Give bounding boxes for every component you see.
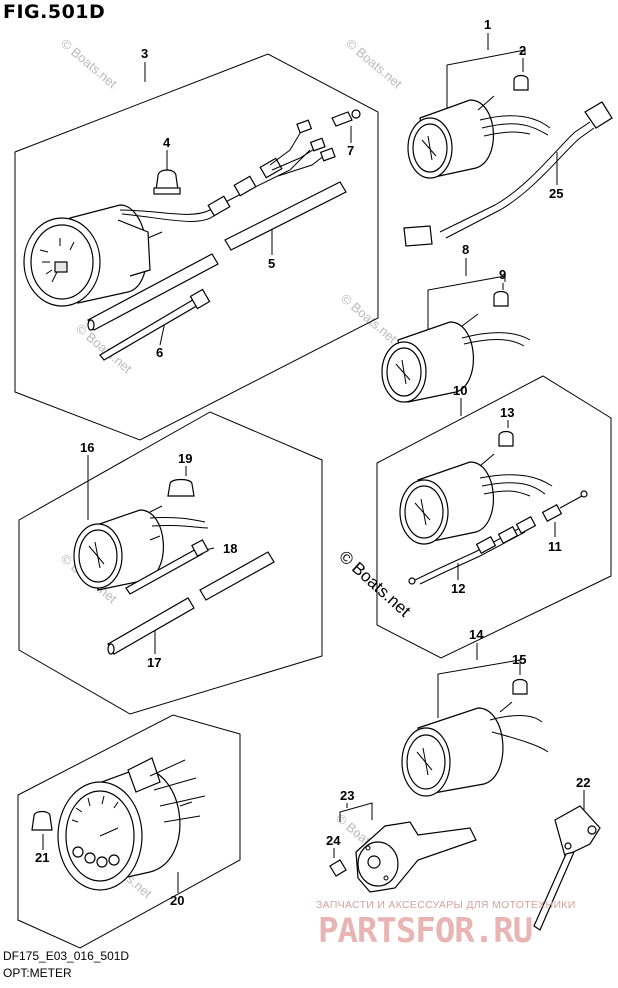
callout-18: 18 [223,541,237,556]
gauge-part-16 [73,478,275,655]
figure-code: DF175_E03_016_501D [3,949,130,963]
trim-sender-part-23 [329,821,477,893]
watermark-text: © Boats.net [58,36,120,92]
box-part-10 [376,375,612,659]
callout-4: 4 [163,135,171,150]
callout-22: 22 [576,775,590,790]
callout-25: 25 [549,186,563,201]
partsfor-watermark: ЗАПЧАСТИ И АКСЕССУАРЫ ДЛЯ МОТОТЕХНИКИ PA… [316,899,576,951]
callout-labels: 1 2 3 4 5 6 7 8 9 10 11 12 13 14 15 16 1… [35,17,590,908]
gauge-part-10 [399,430,588,585]
cable-tie-part-6 [99,288,211,361]
gauge-part-3 [23,109,361,307]
callout-19: 19 [178,451,192,466]
watermark-text: © Boats.net [73,321,135,377]
callout-20: 20 [170,893,184,908]
callout-15: 15 [512,652,526,667]
callout-16: 16 [80,440,94,455]
partsfor-tagline: ЗАПЧАСТИ И АКСЕССУАРЫ ДЛЯ МОТОТЕХНИКИ [316,899,576,911]
callout-1: 1 [484,17,491,32]
gauge-part-8 [381,290,531,403]
callout-6: 6 [156,345,163,360]
tube-part-5 [87,181,347,331]
bulb-part-4 [153,169,181,195]
harness-part-25 [403,101,613,247]
callout-13: 13 [500,405,514,420]
figure-name: OPT:METER [3,966,72,980]
partsfor-brand: PARTSFOR.RU [318,911,532,951]
figure-title: FIG.501D [3,1,106,23]
callout-23: 23 [340,788,354,803]
callout-21: 21 [35,850,49,865]
callout-10: 10 [453,383,467,398]
callout-2: 2 [519,43,526,58]
callout-5: 5 [268,256,275,271]
gauge-part-14 [401,678,549,797]
callout-14: 14 [469,627,484,642]
callout-3: 3 [141,46,148,61]
leader-lines [42,33,585,893]
callout-11: 11 [548,539,562,554]
watermark-group: © Boats.net © Boats.net © Boats.net © Bo… [58,36,414,902]
watermark-text-center: © Boats.net [335,547,414,621]
watermark-text: © Boats.net [343,36,405,92]
callout-7: 7 [347,143,354,158]
sender-part-22 [533,805,601,931]
callout-8: 8 [462,242,469,257]
box-part-20 [17,714,241,949]
callout-12: 12 [451,581,465,596]
callout-24: 24 [326,833,341,848]
group-boxes [14,53,612,949]
callout-17: 17 [147,655,161,670]
gauge-part-1 [407,74,551,179]
box-part-16 [18,411,323,715]
callout-9: 9 [499,267,506,282]
box-part-3 [14,53,379,441]
watermark-text: © Boats.net [338,291,400,347]
gauge-part-20 [31,757,206,891]
